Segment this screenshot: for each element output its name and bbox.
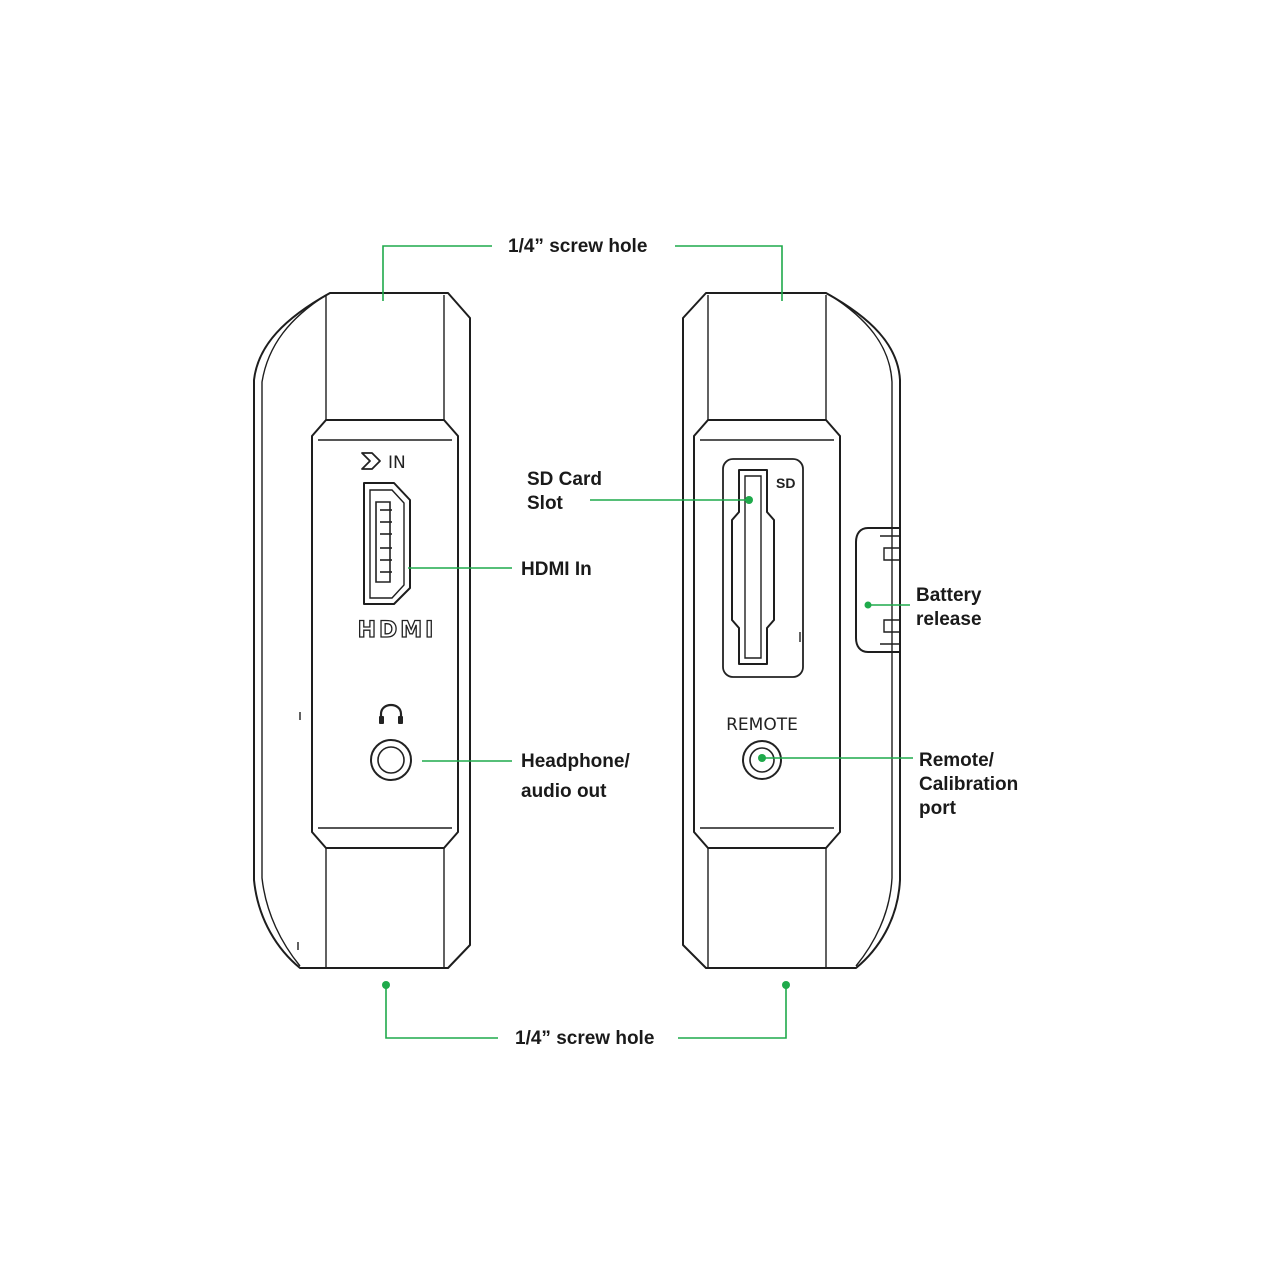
leader-lines <box>382 245 913 1039</box>
callout-labels: 1/4” screw hole 1/4” screw hole SD Card … <box>508 236 1018 1049</box>
input-label: IN <box>388 453 406 473</box>
chevron-right-icon <box>361 452 381 470</box>
sd-label: SD <box>776 475 795 491</box>
sd-card-label-line1: SD Card <box>527 469 602 490</box>
headphone-jack <box>370 739 412 781</box>
remote-port <box>742 740 782 780</box>
headphone-label-line1: Headphone/ <box>521 751 630 772</box>
remote-label-line1: Remote/ <box>919 750 995 771</box>
sd-card-label-line2: Slot <box>527 493 564 514</box>
sd-card-slot <box>722 458 804 678</box>
hdmi-in-label: HDMI In <box>521 559 592 580</box>
hdmi-port <box>363 482 411 605</box>
bottom-screw-hole-label: 1/4” screw hole <box>515 1028 654 1049</box>
bottom-screw-hole-leader <box>385 985 498 1039</box>
battery-release-button <box>855 527 901 653</box>
battery-label-line2: release <box>916 609 982 630</box>
headphones-icon <box>379 703 403 724</box>
right-device: SD REMOTE <box>682 292 901 969</box>
right-device-body <box>682 292 901 969</box>
remote-label: REMOTE <box>726 715 798 735</box>
top-screw-hole-label: 1/4” screw hole <box>508 236 647 257</box>
left-device: IN HDMI <box>253 292 471 969</box>
left-device-body <box>253 292 471 969</box>
remote-label-line2: Calibration <box>919 774 1018 795</box>
top-screw-hole-leader <box>382 245 492 301</box>
remote-label-line3: port <box>919 798 957 819</box>
hdmi-logo: HDMI <box>358 618 437 643</box>
battery-label-line1: Battery <box>916 585 982 606</box>
headphone-label-line2: audio out <box>521 781 607 802</box>
